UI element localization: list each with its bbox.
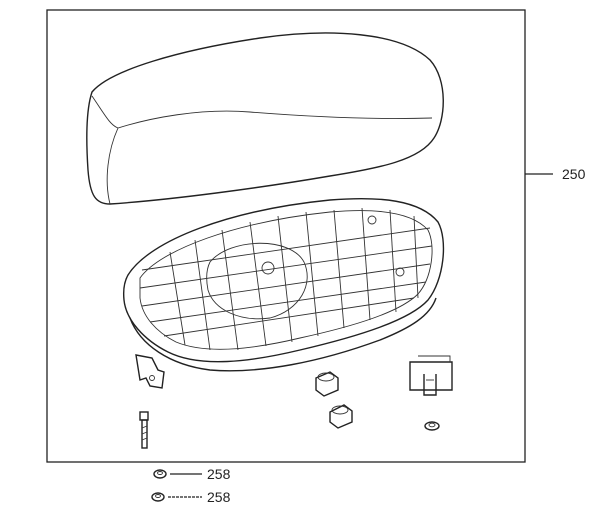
latch-striker-icon	[409, 355, 453, 396]
rubber-bumper-icon	[315, 371, 339, 397]
callout-250: 250	[562, 166, 586, 182]
assembly-frame	[46, 9, 526, 463]
seat-base-icon	[122, 197, 445, 372]
nut-icon	[153, 469, 167, 479]
nut-icon	[424, 421, 440, 431]
hinge-bracket-icon	[135, 354, 165, 389]
seat-cushion-icon	[86, 32, 444, 205]
callout-258-a: 258	[207, 466, 231, 482]
bolt-icon	[139, 411, 149, 449]
nut-icon	[151, 492, 165, 502]
callout-258-b: 258	[207, 489, 231, 505]
rubber-bumper-icon	[329, 404, 353, 429]
